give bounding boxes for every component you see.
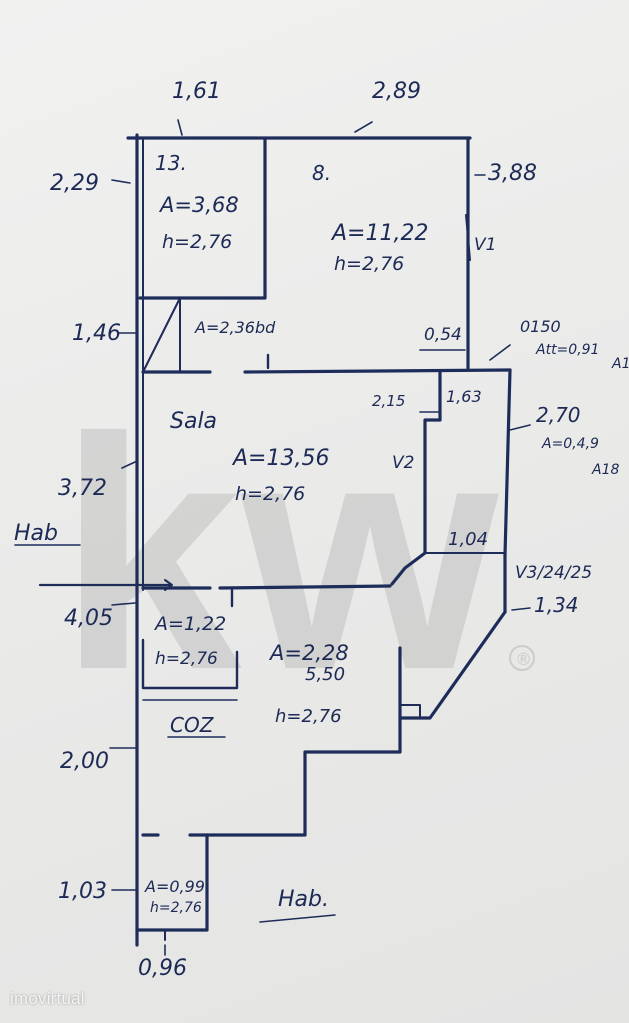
leader-289 [354, 121, 373, 133]
dim-405: 4,05 [64, 606, 113, 631]
window-v1 [465, 214, 471, 261]
dim-096: 0,96 [138, 956, 187, 981]
dim-054: 0,54 [424, 325, 462, 345]
dim-103: 1,03 [58, 879, 107, 904]
dim-163: 1,63 [446, 387, 482, 406]
room-13-area: A=3,68 [158, 193, 239, 217]
room-8-height: h=2,76 [334, 253, 404, 275]
leader-270 [509, 424, 531, 431]
small-room-area: A=2,36bd [194, 318, 276, 337]
room-13-height: h=2,76 [162, 231, 232, 253]
marker-v2: V2 [392, 453, 414, 473]
window-markers: V1 V2 [392, 235, 496, 473]
registered-mark-circle [509, 645, 535, 671]
leader-372 [121, 461, 136, 469]
wall-lower-detail [399, 704, 421, 719]
leader-0150 [489, 344, 511, 361]
dim-388: 3,88 [488, 161, 537, 186]
hall-2-extra: 5,50 [305, 664, 345, 685]
wall-lower-right [188, 646, 402, 837]
dim-134: 1,34 [534, 593, 579, 617]
registered-mark: ® [515, 650, 532, 670]
room-8-label: 8. [312, 161, 331, 185]
dim-0150: 0150 [520, 317, 561, 336]
room-hab-bottom-label: Hab. [278, 887, 329, 912]
arrow-hab-head [164, 579, 173, 591]
room-sala-area: A=13,56 [231, 446, 329, 471]
leader-229 [111, 179, 131, 184]
room-sala-height: h=2,76 [235, 483, 305, 505]
dim-161: 1,61 [172, 79, 221, 104]
leader-lines [14, 119, 531, 956]
dim-a18: A18 [591, 462, 619, 478]
dim-200: 2,00 [60, 749, 109, 774]
leader-161 [177, 119, 183, 136]
dim-v3: V3/24/25 [515, 563, 592, 583]
dim-229: 2,29 [50, 171, 99, 196]
leader-134 [511, 607, 531, 611]
dim-215: 2,15 [372, 392, 405, 410]
room-coz-label: COZ [170, 713, 215, 737]
door-swing-13 [142, 297, 181, 373]
dim-alt2: A=0,4,9 [541, 436, 599, 452]
hall-2-area: A=2,28 [268, 641, 349, 665]
hall-2-height: h=2,76 [275, 706, 342, 727]
hall-1-height: h=2,76 [155, 649, 218, 669]
walls [126, 133, 512, 947]
room-8-area: A=11,22 [330, 221, 428, 246]
wc-area: A=0,99 [144, 877, 205, 896]
room-sala-label: Sala [170, 409, 217, 434]
dim-alt1: Att=0,91 [535, 342, 599, 358]
dim-104: 1,04 [448, 529, 488, 550]
underline-hab [259, 914, 336, 923]
wall-diagonal [398, 610, 507, 720]
room-13-label: 13. [155, 151, 187, 175]
dim-289: 2,89 [372, 79, 421, 104]
leader-405 [111, 602, 136, 606]
hall-1-area: A=1,22 [153, 613, 226, 635]
dim-a1: A1 [611, 356, 629, 372]
wall-wc [135, 833, 209, 932]
wall-hall-top-right [218, 584, 392, 590]
wc-height: h=2,76 [150, 900, 202, 916]
dim-372: 3,72 [58, 476, 107, 501]
wall-room-13 [138, 138, 267, 300]
dim-270: 2,70 [536, 403, 581, 427]
dimension-labels: 1,61 2,89 2,29 3,88 1,46 0,54 0150 Att=0… [50, 79, 629, 981]
wall-sala-top-right [243, 368, 512, 374]
room-labels: 13. A=3,68 h=2,76 8. A=11,22 h=2,76 A=2,… [14, 151, 428, 916]
wall-right-outer [503, 368, 512, 557]
room-hab-left-label: Hab [14, 521, 58, 546]
dim-146: 1,46 [72, 321, 121, 346]
marker-v1: V1 [474, 235, 496, 255]
wall-hall-inner [141, 638, 239, 690]
brand-watermark: imovirtual [10, 989, 85, 1008]
